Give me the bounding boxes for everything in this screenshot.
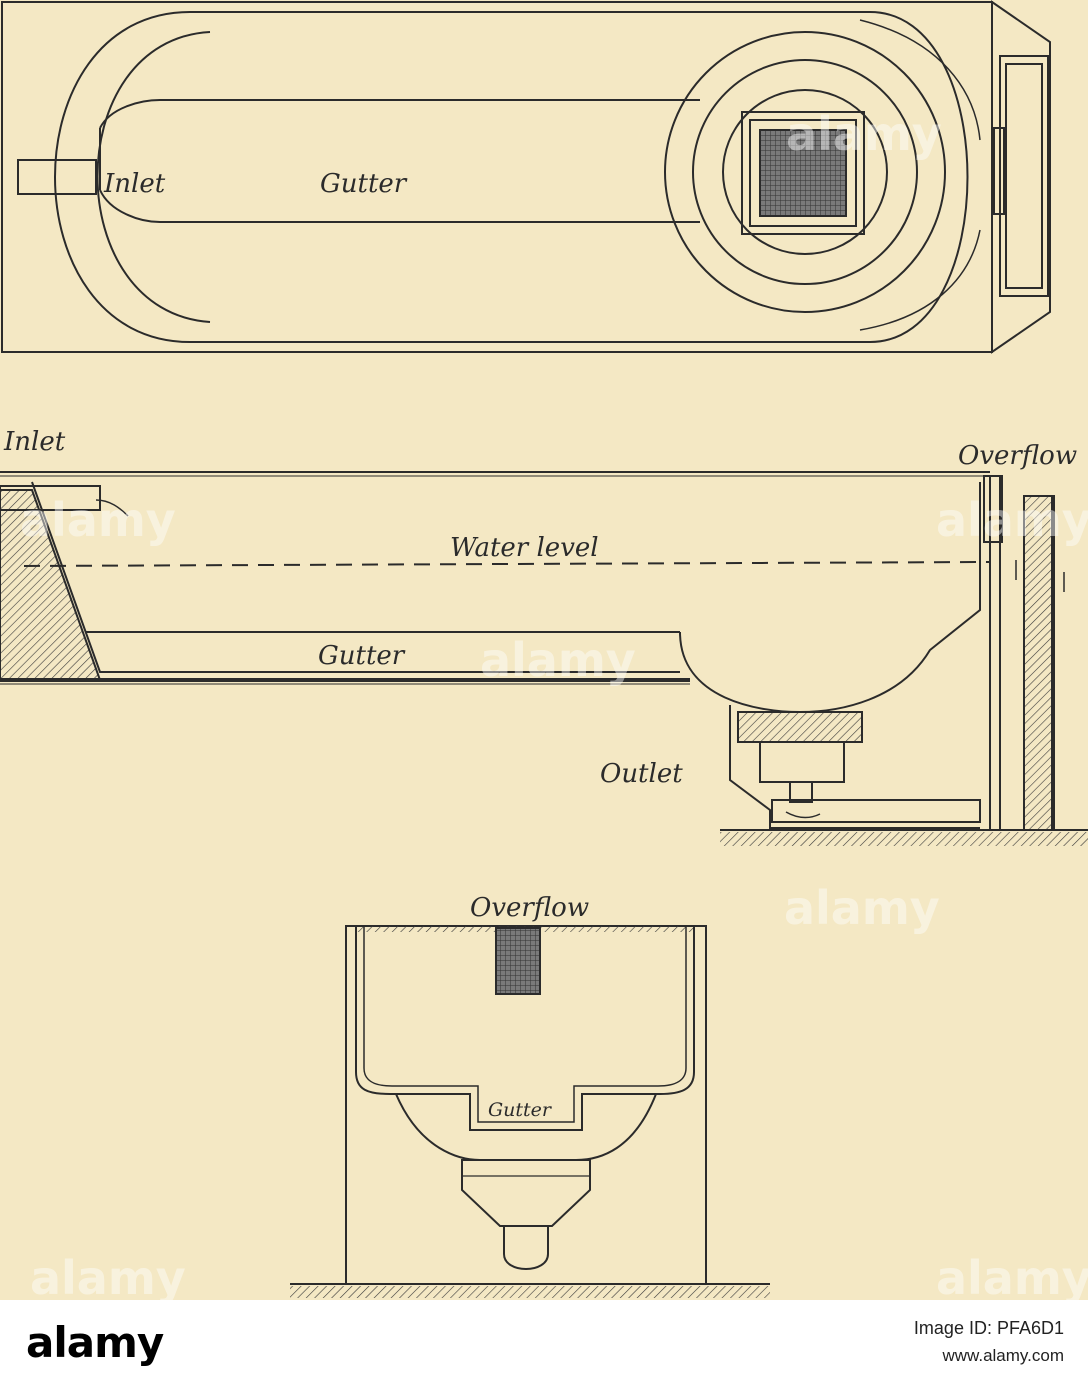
watermark: alamy <box>936 1251 1088 1300</box>
outlet-ring-inner <box>722 89 888 255</box>
outlet-pipe <box>771 799 981 823</box>
footer-bar: alamy Image ID: PFA6D1 www.alamy.com <box>0 1300 1088 1390</box>
overflow-opening <box>983 475 1003 543</box>
inlet-pipe <box>0 485 101 511</box>
outlet-drain-frame <box>741 111 865 235</box>
inlet-block <box>17 159 97 195</box>
outlet-drain-grate <box>759 129 847 217</box>
end-outlet-pipe <box>503 1226 549 1270</box>
water-level-line <box>23 561 991 567</box>
side-gutter-label: Gutter <box>318 641 406 671</box>
watermark: alamy <box>30 1251 186 1300</box>
tub-outline <box>54 11 969 343</box>
side-overflow-label: Overflow <box>958 441 1077 471</box>
gutter-channel-top-edge <box>99 99 700 129</box>
bathtub-diagram: Inlet Gutter Inlet Overflow Water level … <box>0 0 1088 1300</box>
end-section-view <box>290 925 770 1298</box>
end-tub-shell <box>355 926 695 1131</box>
side-inlet-label: Inlet <box>3 427 66 457</box>
plan-view <box>1 0 1051 354</box>
outlet-trap-body <box>729 705 980 829</box>
side-section-view <box>0 471 1088 846</box>
footer-info: Image ID: PFA6D1 www.alamy.com <box>914 1314 1064 1370</box>
watermark-layer: alamy alamy alamy alamy alamy alamy alam… <box>20 107 1088 1300</box>
watermark: alamy <box>480 633 636 687</box>
plan-gutter-label: Gutter <box>320 169 408 199</box>
plan-end-cap <box>991 0 1051 354</box>
outlet-ring-middle <box>692 59 918 285</box>
outlet-trap-bowl <box>759 741 845 783</box>
end-gutter-label: Gutter <box>488 1099 553 1121</box>
site-url-link[interactable]: www.alamy.com <box>942 1346 1064 1365</box>
end-outlet-funnel <box>461 1159 591 1227</box>
overflow-plate <box>999 55 1049 297</box>
image-id-text: Image ID: PFA6D1 <box>913 1318 1064 1338</box>
watermark: alamy <box>786 107 942 161</box>
end-overflow-grate <box>495 927 541 995</box>
tub-inner-rim <box>96 31 211 323</box>
alamy-logo: alamy <box>26 1318 164 1367</box>
end-overflow-label: Overflow <box>470 893 589 923</box>
plan-inlet-label: Inlet <box>103 169 166 199</box>
outlet-label: Outlet <box>600 759 683 789</box>
gutter-channel-bottom-edge <box>99 189 700 223</box>
water-level-label: Water level <box>450 533 599 563</box>
watermark: alamy <box>936 493 1088 547</box>
watermark: alamy <box>784 881 940 935</box>
outlet-ring-outer <box>664 31 946 313</box>
watermark: alamy <box>20 493 176 547</box>
tub-basin-section <box>31 481 680 673</box>
